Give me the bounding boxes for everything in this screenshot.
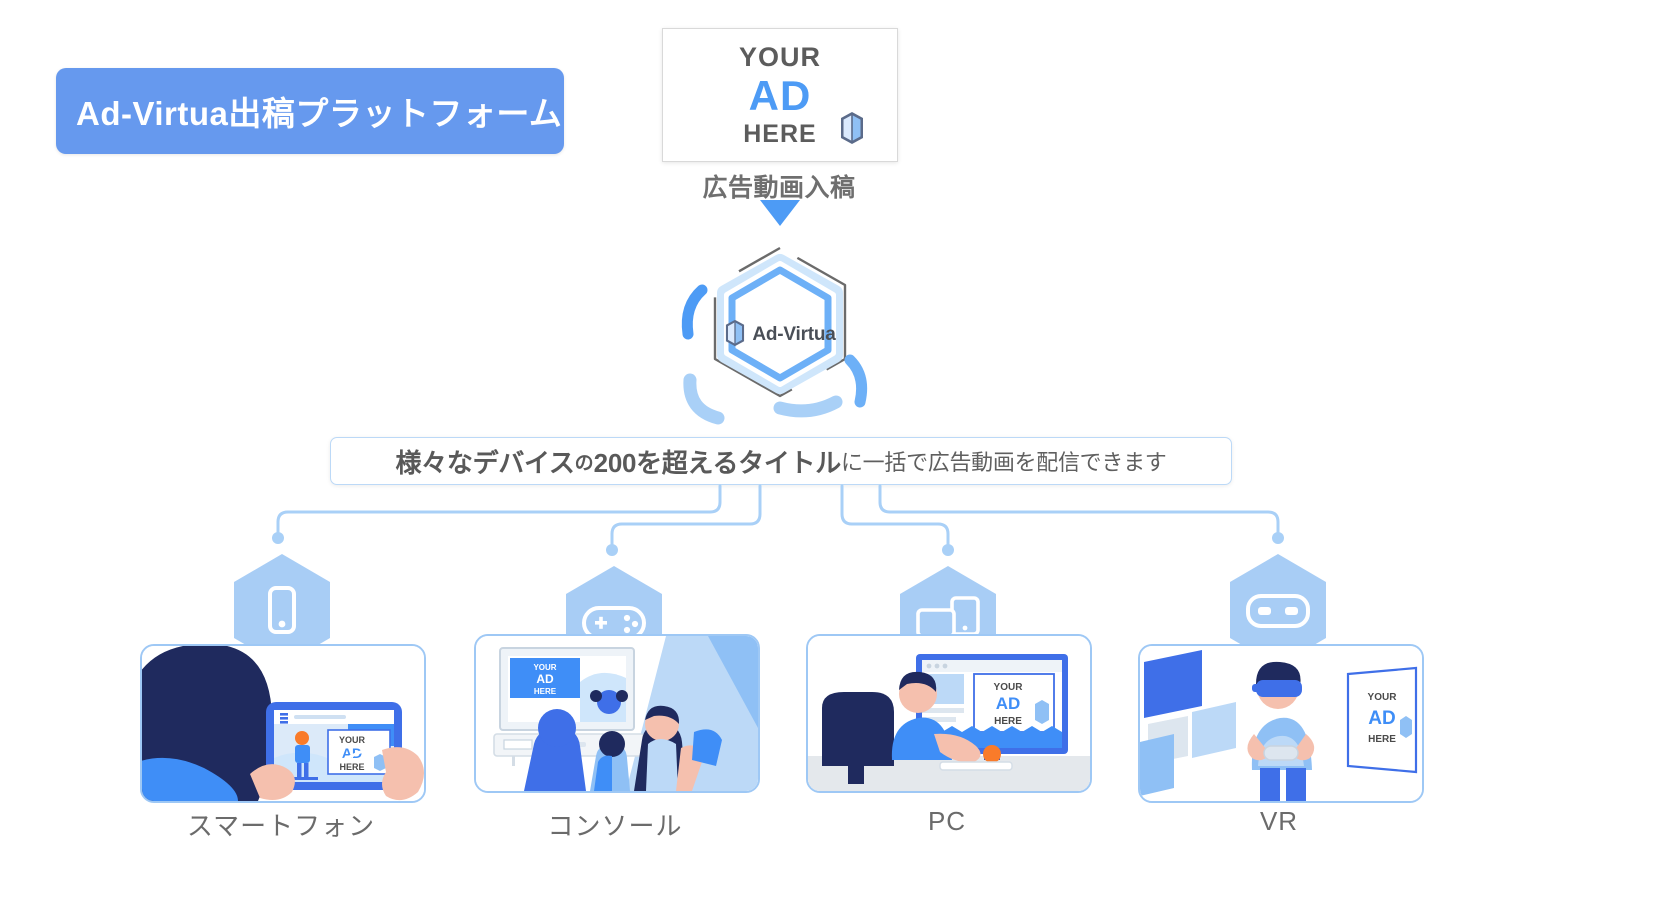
svg-text:AD: AD <box>996 694 1021 713</box>
svg-text:YOUR: YOUR <box>1368 692 1398 703</box>
page-title: Ad-Virtua出稿プラットフォーム <box>56 68 564 154</box>
ad-creative-card: YOUR AD HERE <box>662 28 898 162</box>
device-label-console: コンソール <box>547 811 683 841</box>
console-illustration-card[interactable]: YOUR AD HERE <box>474 634 760 793</box>
svg-text:HERE: HERE <box>339 762 364 772</box>
svg-text:YOUR: YOUR <box>339 735 366 745</box>
arrow-down-icon <box>760 200 800 226</box>
svg-text:HERE: HERE <box>534 687 557 696</box>
person-holding-tablet-with-ad-illustration: YOUR AD HERE <box>142 646 424 801</box>
smartphone-illustration-card[interactable]: YOUR AD HERE <box>140 644 426 803</box>
vr-headset-icon[interactable] <box>1226 552 1330 668</box>
device-label-smartphone: スマートフォン <box>186 811 376 841</box>
ad-line-here: HERE <box>743 119 817 148</box>
person-at-desktop-computer-with-ad-illustration: YOUR AD HERE <box>808 636 1090 791</box>
ad-line-ad: AD <box>748 71 812 119</box>
svg-text:YOUR: YOUR <box>533 663 556 672</box>
svg-text:AD: AD <box>536 672 554 686</box>
person-wearing-vr-headset-with-ad-illustration: YOUR AD HERE <box>1140 646 1422 801</box>
banner-part-4: に一括で広告動画を配信できます <box>840 450 1167 475</box>
device-label-vr: VR <box>1259 806 1299 836</box>
banner-part-3: 200を超えるタイトル <box>593 447 842 478</box>
banner-part-1: 様々なデバイス <box>395 447 575 478</box>
svg-text:YOUR: YOUR <box>994 682 1024 693</box>
ad-line-your: YOUR <box>738 41 821 72</box>
svg-text:AD: AD <box>1368 708 1395 729</box>
svg-text:HERE: HERE <box>1368 734 1396 745</box>
ad-virtua-hub: Ad-Virtua <box>660 240 900 430</box>
banner-part-2: の <box>574 452 594 474</box>
upload-label: 広告動画入稿 <box>702 174 856 202</box>
svg-text:HERE: HERE <box>994 716 1022 727</box>
distribution-banner: 様々なデバイス の 200を超えるタイトル に一括で広告動画を配信できます <box>330 437 1232 485</box>
hub-hexagon-graphic <box>681 246 868 425</box>
pc-illustration-card[interactable]: YOUR AD HERE <box>806 634 1092 793</box>
family-watching-tv-console-with-ad-illustration: YOUR AD HERE <box>476 636 758 791</box>
ad-creative-inner: YOUR AD HERE <box>738 41 863 148</box>
device-label-pc: PC <box>927 806 967 836</box>
smartphone-icon[interactable] <box>230 552 334 668</box>
vr-illustration-card[interactable]: YOUR AD HERE <box>1138 644 1424 803</box>
ad-virtua-cube-icon <box>839 111 865 149</box>
page-title-label: Ad-Virtua出稿プラットフォーム <box>76 95 563 132</box>
